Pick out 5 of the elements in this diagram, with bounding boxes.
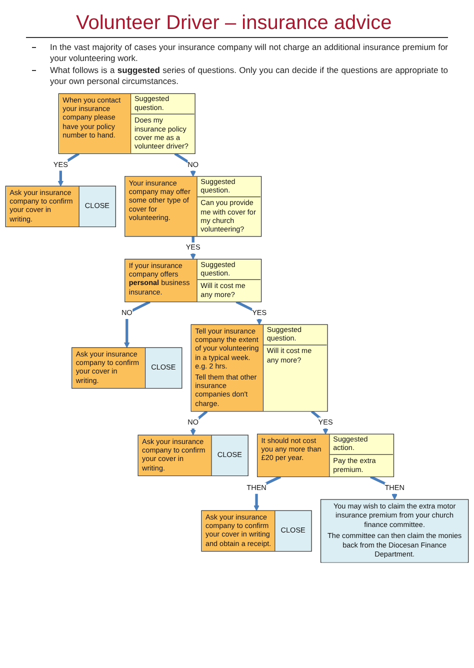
- arrow: [190, 410, 208, 436]
- title: Volunteer Driver – insurance advice: [26, 12, 448, 38]
- note-text: In the vast majority of cases your insurance company will not charge an additional insurance premium for your volunteering work.: [50, 42, 448, 64]
- arrow: [124, 300, 150, 348]
- note-text: What follows is a suggested series of questions. Only you can decide if the questions are appropriate to your own personal circumstances.: [50, 65, 448, 88]
